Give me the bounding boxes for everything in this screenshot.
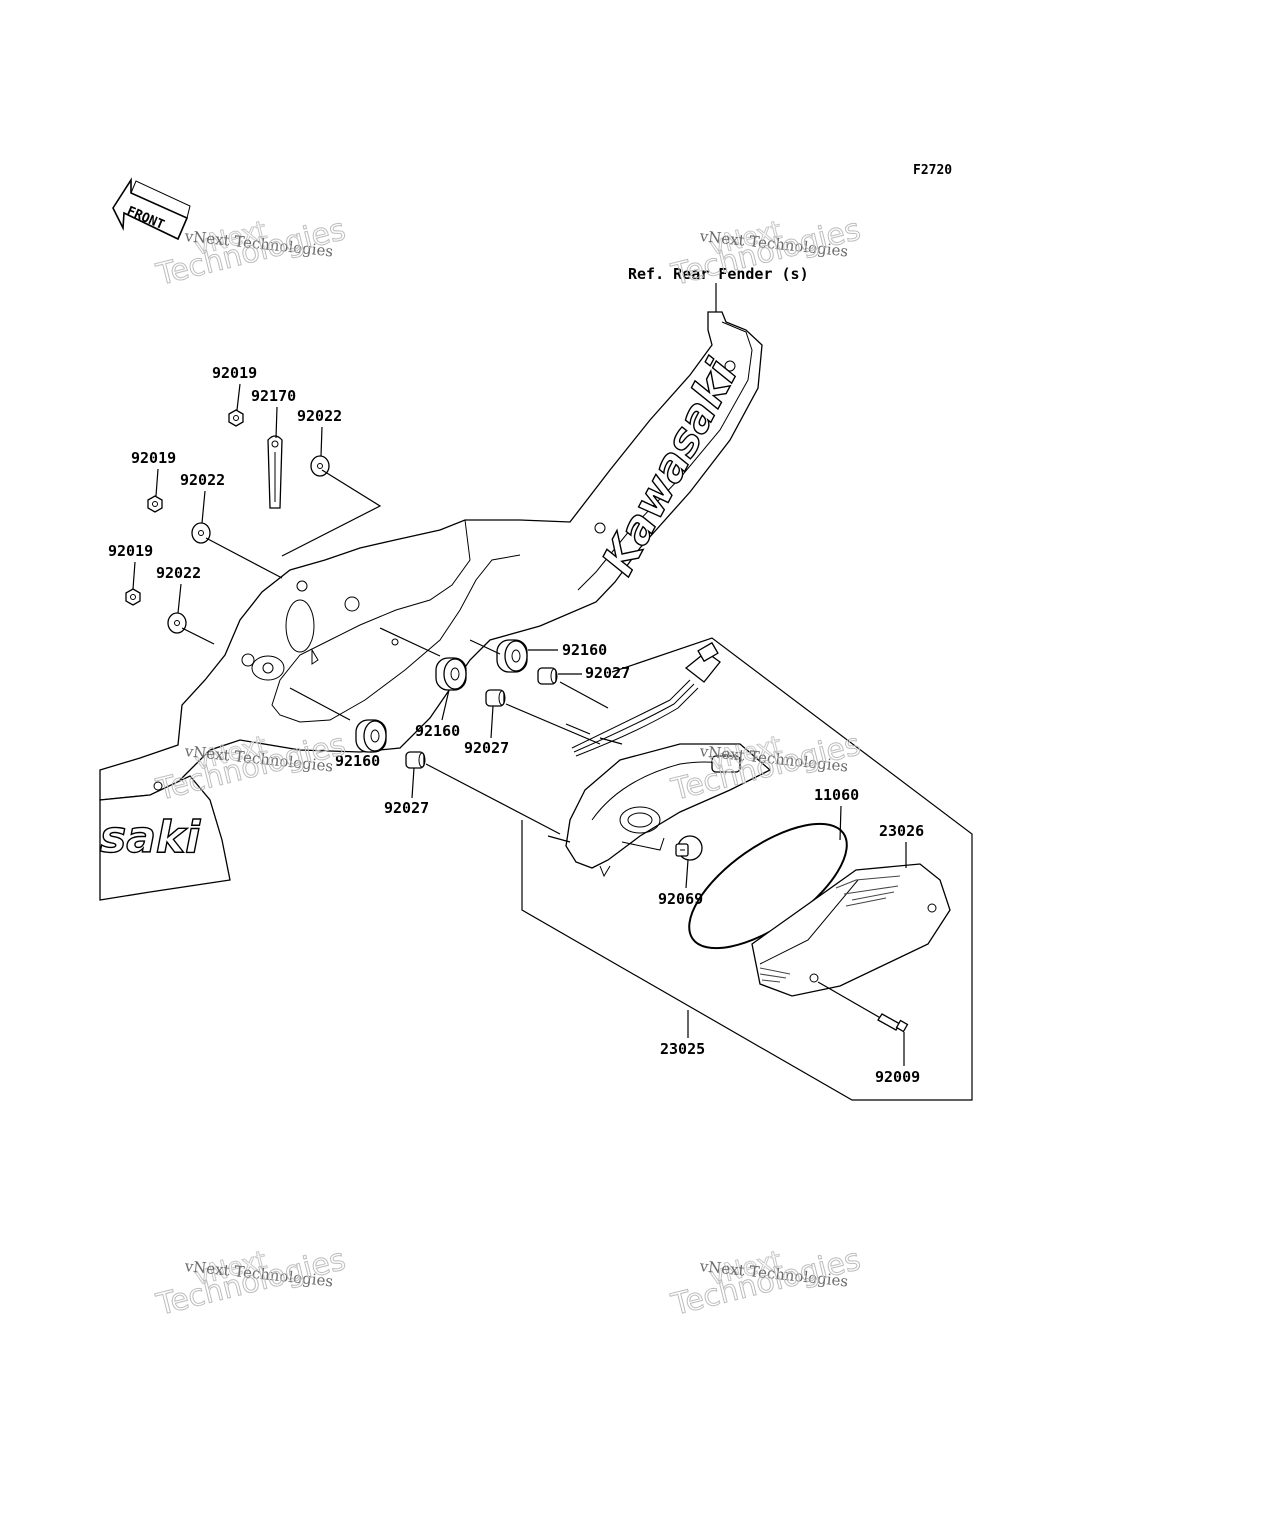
label-92170: 92170 [251,387,296,405]
label-92160-a: 92160 [562,641,607,659]
label-92027-a: 92027 [585,664,630,682]
label-92160-c: 92160 [335,752,380,770]
label-92069: 92069 [658,890,703,908]
watermark: vNext vNext Technologies Technologies [152,1242,349,1324]
washer-part [191,522,211,544]
alignment-lines [181,469,609,835]
label-92019-a: 92019 [212,364,257,382]
collar-part [405,751,426,769]
figure-code: F2720 [913,163,952,178]
label-92160-b: 92160 [415,722,460,740]
screw-part [817,981,909,1033]
label-92009: 92009 [875,1068,920,1086]
label-11060: 11060 [814,786,859,804]
tail-lamp-housing [547,641,772,878]
label-92019-c: 92019 [108,542,153,560]
strap-part [267,435,283,509]
label-23025: 23025 [660,1040,705,1058]
label-23026: 23026 [879,822,924,840]
damper-part [496,639,528,673]
damper-part [355,719,387,753]
assembly-bracket [521,637,973,1101]
front-arrow-icon: FRONT [112,177,191,241]
nut-part [147,495,163,513]
label-92022-b: 92022 [180,471,225,489]
nut-part [228,409,244,427]
label-92022-a: 92022 [297,407,342,425]
nut-part [125,588,141,606]
label-92019-b: 92019 [131,449,176,467]
collar-part [537,667,558,685]
collar-part [485,689,506,707]
part-labels: 92019 92170 92022 92019 92022 92019 9202… [108,364,924,1086]
lens-part [751,863,951,997]
reference-label: Ref. Rear Fender (s) [628,265,809,283]
brand-logo-partial: saki [100,812,201,863]
label-92027-c: 92027 [384,799,429,817]
damper-part [435,657,467,691]
bulb-part [675,835,703,861]
label-92027-b: 92027 [464,739,509,757]
watermark: vNext vNext Technologies Technologies [667,1242,864,1324]
washer-part [167,612,187,634]
label-92022-c: 92022 [156,564,201,582]
